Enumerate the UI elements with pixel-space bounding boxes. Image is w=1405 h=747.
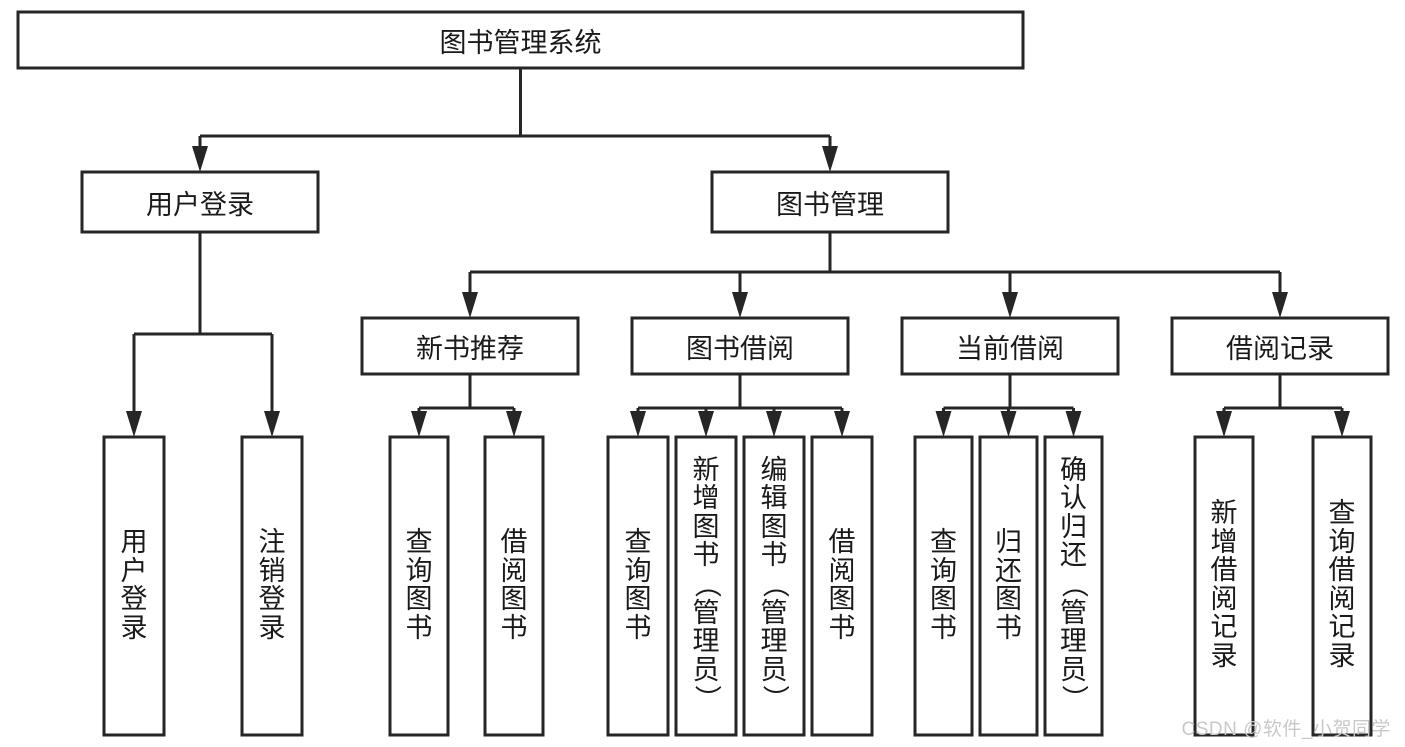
node-box-new-book-rec[interactable] xyxy=(360,316,580,376)
arrow-head xyxy=(462,292,478,318)
arrow-head xyxy=(630,411,646,437)
node-box-root[interactable] xyxy=(16,10,1025,70)
node-box-leaf-add-record[interactable] xyxy=(1193,435,1255,737)
arrow-head xyxy=(411,411,427,437)
arrow-head xyxy=(935,411,952,437)
node-box-leaf-borrow-book-1[interactable] xyxy=(483,435,545,737)
arrow-head xyxy=(126,411,142,437)
arrow-head xyxy=(1002,292,1018,318)
arrow-head xyxy=(192,146,208,172)
node-box-leaf-edit-book[interactable] xyxy=(742,435,806,737)
node-box-user-login[interactable] xyxy=(80,170,320,234)
arrow-head xyxy=(822,146,838,172)
arrow-head xyxy=(698,411,714,437)
node-box-leaf-add-book[interactable] xyxy=(674,435,738,737)
node-box-leaf-confirm-return[interactable] xyxy=(1043,435,1104,737)
node-box-leaf-user-login[interactable] xyxy=(102,435,166,737)
node-box-leaf-logout[interactable] xyxy=(240,435,304,737)
arrow-head xyxy=(264,411,280,437)
arrow-head xyxy=(1216,411,1232,437)
node-box-leaf-borrow-book-2[interactable] xyxy=(810,435,874,737)
arrow-head xyxy=(732,292,748,318)
connector-lines xyxy=(126,68,1350,437)
node-box-leaf-return-book[interactable] xyxy=(978,435,1039,737)
arrow-head xyxy=(1272,292,1288,318)
node-box-leaf-query-record[interactable] xyxy=(1311,435,1373,737)
arrow-head xyxy=(1334,411,1350,437)
arrow-head xyxy=(834,411,850,437)
node-box-book-borrow[interactable] xyxy=(630,316,850,376)
node-box-current-borrow[interactable] xyxy=(900,316,1120,376)
arrow-head xyxy=(766,411,782,437)
arrow-head xyxy=(506,411,522,437)
arrow-head xyxy=(1065,411,1082,437)
node-boxes xyxy=(16,10,1390,737)
node-box-leaf-query-book-1[interactable] xyxy=(388,435,450,737)
node-box-borrow-record[interactable] xyxy=(1170,316,1390,376)
arrow-head xyxy=(1000,411,1017,437)
node-box-leaf-query-book-3[interactable] xyxy=(913,435,974,737)
node-box-leaf-query-book-2[interactable] xyxy=(606,435,670,737)
node-box-book-manage[interactable] xyxy=(710,170,950,234)
